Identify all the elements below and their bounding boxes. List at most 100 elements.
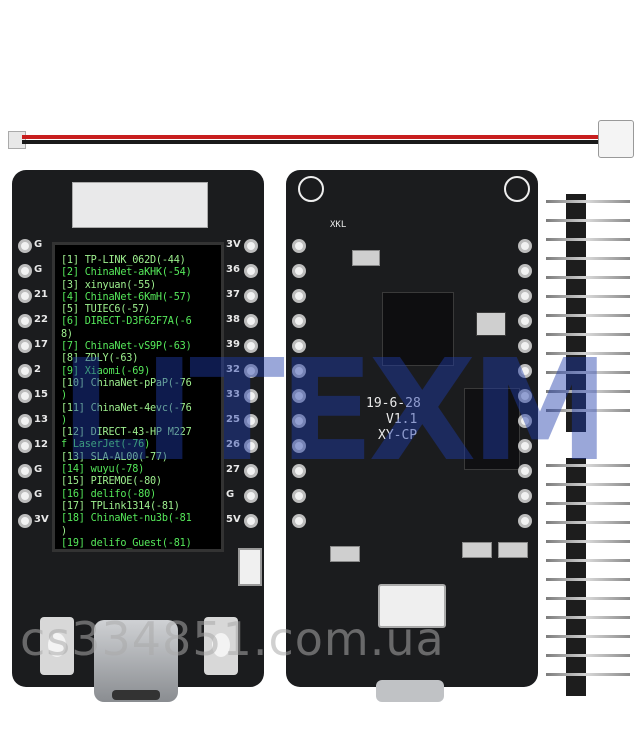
usb-c-port-back — [376, 680, 444, 702]
pin-pad — [244, 364, 258, 378]
screen-line: [6] DIRECT-D3F62F7A(-6 — [61, 316, 192, 328]
pin-pad — [292, 339, 306, 353]
header-pin — [546, 616, 630, 619]
screen-line: [14] wuyu(-78) — [61, 464, 145, 476]
jst-connector — [598, 120, 634, 158]
pin-pad — [244, 339, 258, 353]
screen-line: [20] wuyu87-1(-82) — [61, 550, 192, 552]
header-pin — [546, 238, 630, 241]
pin-pad — [292, 414, 306, 428]
header-pin — [546, 521, 630, 524]
capacitor-3 — [462, 542, 492, 558]
black-wire — [22, 140, 600, 144]
header-pin — [546, 200, 630, 203]
pin-pad — [292, 389, 306, 403]
reset-button-cap — [48, 633, 66, 657]
tft-screen: [1] TP-LINK_062D(-44)[2] ChinaNet-aKHK(-… — [52, 242, 224, 552]
silk-date: 19-6-28 — [366, 396, 421, 411]
capacitor-4 — [498, 542, 528, 558]
header-pin — [546, 333, 630, 336]
screen-line: [10] ChinaNet-pPaP(-76 — [61, 377, 192, 389]
pin-pad — [18, 389, 32, 403]
header-pin — [546, 409, 630, 412]
pin-label-left: 3V — [34, 514, 49, 525]
pin-pad — [244, 239, 258, 253]
pin-label-left: G — [34, 464, 43, 475]
pin-label-right: 27 — [226, 464, 240, 475]
capacitor-1 — [352, 250, 380, 266]
screen-line: [8] ZDLY(-63) — [61, 353, 139, 365]
header-pin — [546, 502, 630, 505]
header-pin — [546, 635, 630, 638]
pin-label-left: 22 — [34, 314, 48, 325]
screen-line: [1] TP-LINK_062D(-44) — [61, 255, 186, 266]
silk-maker: XY-CP — [378, 428, 418, 443]
boot-button-cap — [212, 633, 230, 657]
pin-pad — [244, 289, 258, 303]
pin-pad — [18, 414, 32, 428]
pin-pad — [18, 514, 32, 528]
watermark-logo: LITEXM — [60, 330, 610, 493]
screen-line: [16] delifo(-80) — [61, 488, 156, 500]
header-pin — [546, 559, 630, 562]
pin-pad — [292, 239, 306, 253]
pin-pad — [292, 464, 306, 478]
pin-pad — [244, 514, 258, 528]
reset-button[interactable] — [40, 617, 74, 675]
screen-line: [11] ChinaNet-4evc(-76 — [61, 402, 192, 414]
header-pin — [546, 673, 630, 676]
pin-pad — [292, 514, 306, 528]
header-pin — [546, 540, 630, 543]
mount-hole-left — [298, 176, 324, 202]
pin-pad — [244, 389, 258, 403]
pin-label-right: 25 — [226, 414, 240, 425]
pin-pad — [292, 489, 306, 503]
header-pin — [546, 295, 630, 298]
header-pin — [546, 371, 630, 374]
screen-line: ) — [61, 414, 67, 426]
pin-label-left: 2 — [34, 364, 41, 375]
screen-line: [19] delifo_Guest(-81) — [61, 537, 192, 549]
screen-line: [17] TPLink1314(-81) — [61, 500, 180, 512]
pin-pad — [244, 489, 258, 503]
pin-label-right: 3V — [226, 239, 241, 250]
pin-label-left: G — [34, 264, 43, 275]
pin-label-left: 15 — [34, 389, 48, 400]
pin-pad — [18, 339, 32, 353]
pin-pad — [244, 314, 258, 328]
esp32-chip — [382, 292, 454, 366]
header-pin — [546, 483, 630, 486]
pin-pad — [292, 314, 306, 328]
boot-button[interactable] — [204, 617, 238, 675]
pin-label-right: 39 — [226, 339, 240, 350]
header-pin — [546, 257, 630, 260]
pin-pad — [518, 439, 532, 453]
wifi-scan-list: [1] TP-LINK_062D(-44)[2] ChinaNet-aKHK(-… — [61, 255, 192, 552]
pin-pad — [518, 364, 532, 378]
pin-pad — [18, 364, 32, 378]
pin-label-right: 38 — [226, 314, 240, 325]
screen-line: 8) — [61, 328, 73, 340]
pin-pad — [518, 414, 532, 428]
pin-header-bottom — [566, 458, 586, 696]
pin-pad — [244, 414, 258, 428]
capacitor-2 — [330, 546, 360, 562]
header-pin — [546, 597, 630, 600]
pin-pad — [518, 314, 532, 328]
header-pin — [546, 654, 630, 657]
pin-label-left: G — [34, 239, 43, 250]
pin-pad — [518, 264, 532, 278]
screen-line: f LaserJet(-76) — [61, 439, 151, 451]
pin-pad — [292, 439, 306, 453]
screen-line: [12] DIRECT-43-HP M227 — [61, 427, 192, 439]
pin-pad — [244, 464, 258, 478]
pin-pad — [518, 514, 532, 528]
pin-label-right: 5V — [226, 514, 241, 525]
pin-pad — [518, 339, 532, 353]
mount-hole-right — [504, 176, 530, 202]
screen-line: [15] PIREMOE(-80) — [61, 476, 162, 488]
slide-switch[interactable] — [238, 548, 262, 586]
silk-version: V1.1 — [386, 412, 418, 427]
pin-pad — [18, 289, 32, 303]
pin-pad — [18, 439, 32, 453]
